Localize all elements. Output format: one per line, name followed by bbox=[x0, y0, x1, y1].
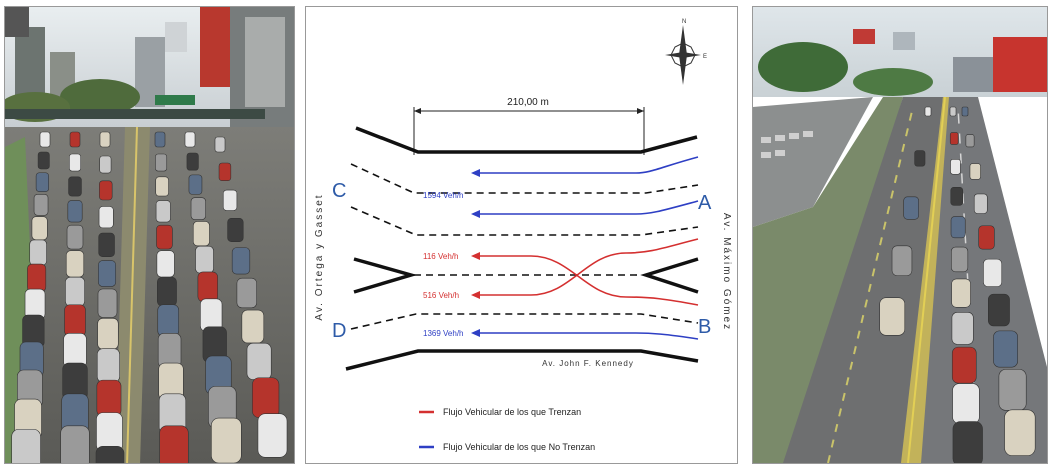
corner-label-d: D bbox=[332, 320, 346, 342]
flow-weave-bottom bbox=[476, 255, 699, 306]
flow-label-lower: 1369 Veh/h bbox=[423, 329, 463, 338]
svg-text:N: N bbox=[682, 19, 686, 25]
gore-left bbox=[353, 257, 418, 294]
compass-icon: N E bbox=[665, 19, 707, 85]
corner-label-a: A bbox=[698, 192, 712, 214]
svg-text:E: E bbox=[703, 54, 707, 60]
legend-label-weaving: Flujo Vehicular de los que Trenzan bbox=[443, 407, 581, 417]
traffic-photo-left bbox=[4, 6, 295, 464]
flow-label-red-top: 116 Veh/h bbox=[423, 252, 458, 261]
legend: Flujo Vehicular de los que Trenzan Flujo… bbox=[419, 407, 595, 452]
street-label-right: Av. Máximo Gómez bbox=[721, 213, 732, 331]
legend-label-non-weaving: Flujo Vehicular de los que No Trenzan bbox=[443, 442, 595, 452]
flow-lower bbox=[476, 332, 699, 340]
dimension-label: 210,00 m bbox=[507, 97, 549, 108]
flow-upper-2 bbox=[476, 200, 699, 215]
flow-weave-top bbox=[476, 238, 699, 296]
lane-divider-2 bbox=[350, 206, 699, 236]
corner-label-c: C bbox=[332, 180, 346, 202]
flow-label-upper: 1594 Veh/h bbox=[423, 191, 463, 200]
gore-right bbox=[640, 257, 699, 294]
road-edge-top bbox=[355, 126, 698, 154]
corner-label-b: B bbox=[698, 316, 711, 338]
weaving-diagram: N E 210,00 m 1594 bbox=[305, 6, 738, 464]
road-edge-bottom bbox=[345, 349, 699, 371]
street-label-bottom: Av. John F. Kennedy bbox=[542, 359, 634, 368]
flow-upper-1 bbox=[476, 156, 699, 174]
street-label-left: Av. Ortega y Gasset bbox=[314, 193, 325, 320]
dimension-line bbox=[413, 107, 645, 155]
flow-label-red-bottom: 516 Veh/h bbox=[423, 291, 459, 300]
lane-divider-3 bbox=[350, 313, 699, 330]
traffic-photo-right bbox=[752, 6, 1048, 464]
lane-divider-1 bbox=[350, 163, 699, 194]
